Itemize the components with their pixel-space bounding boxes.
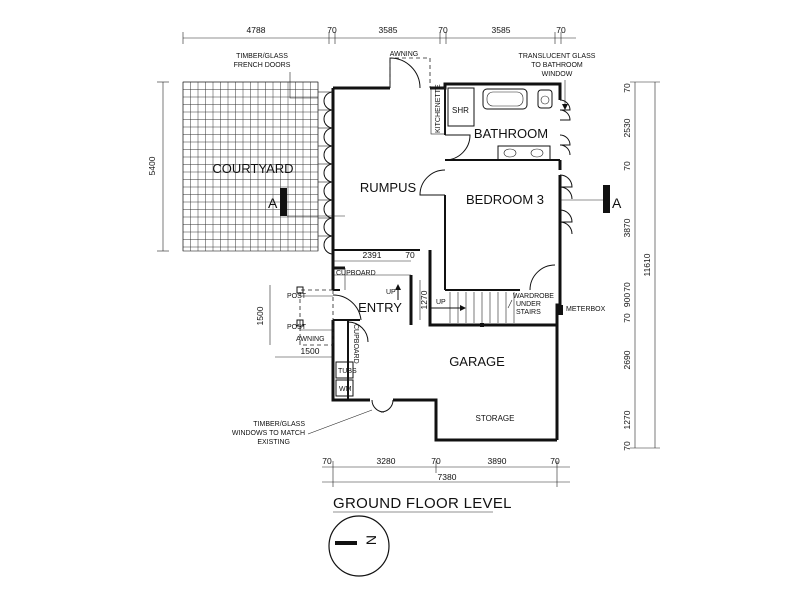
french-door-leaf [323,217,334,237]
dim-bottom-5: 70 [550,456,560,466]
dim-right-total: 11610 [642,253,652,276]
entry-label: ENTRY [358,300,402,315]
dim-right-4: 3870 [622,218,632,237]
dim-entry-height: 1500 [255,306,265,325]
meterbox-label: METERBOX [566,306,606,313]
dim-stair-height: 1270 [419,290,429,309]
dim-bottom-2: 3280 [377,456,396,466]
translucent-label-3: WINDOW [542,71,573,78]
french-door-leaf [323,109,334,129]
bathroom-label: BATHROOM [474,126,548,141]
post-mark [480,323,484,327]
rumpus-label: RUMPUS [360,180,417,195]
dim-right-5: 70 [622,282,632,292]
french-door-leaf [323,181,334,201]
meterbox-mark [557,305,563,315]
wardrobe-label-1: WARDROBE [513,293,554,300]
awning-top [389,57,431,88]
french-doors-label-1: TIMBER/GLASS [236,53,288,60]
awning-left-label: AWNING [296,336,325,343]
shr-label: SHR [452,106,469,115]
dim-bottom-4: 3890 [488,456,507,466]
bathroom-fixtures [430,87,553,161]
right-wall-doors [559,99,573,235]
french-doors [318,91,334,255]
dim-top-2: 70 [327,25,337,35]
cupboard-side-label: CUPBOARD [352,324,359,364]
windows-label-1: TIMBER/GLASS [253,421,305,428]
tubs-label: TUBS [338,368,357,375]
dim-right-8: 2690 [622,350,632,369]
dim-right-3: 70 [622,161,632,171]
translucent-label-2: TO BATHROOM [531,62,583,69]
storage-label: STORAGE [476,414,515,423]
doors [332,57,556,441]
french-doors-label-2: FRENCH DOORS [234,62,291,69]
dim-right-10: 70 [622,441,632,451]
dim-top-5: 3585 [492,25,511,35]
awning-left [296,286,334,346]
windows-label-3: EXISTING [257,439,290,446]
section-a-right: A [612,195,622,211]
windows-label-2: WINDOWS TO MATCH [232,430,305,437]
french-door-leaf [323,91,334,111]
dim-right-2: 2530 [622,118,632,137]
up-stairs-label: UP [436,299,446,306]
section-a-left: A [268,195,278,211]
wardrobe-label-2: UNDER [516,301,541,308]
dim-right-9: 1270 [622,410,632,429]
north-arrow [328,515,390,577]
dim-left-height: 5400 [147,156,157,175]
dim-top-1: 4788 [247,25,266,35]
dim-bottom-1: 70 [322,456,332,466]
wm-label: WM [339,386,352,393]
dim-right-7: 70 [622,313,632,323]
cupboard-top-label: CUPBOARD [336,270,376,277]
dimension-lines [157,32,660,487]
courtyard-paving-grid [182,81,319,251]
post-label-2: POST [287,324,307,331]
up-entry-label: UP [386,289,396,296]
section-marks [280,185,610,217]
dim-top-3: 3585 [379,25,398,35]
dim-bottom-total: 7380 [438,472,457,482]
bedroom3-label: BEDROOM 3 [466,192,544,207]
north-label: N [363,535,379,545]
french-door-leaf [323,235,334,255]
awning-top-label: AWNING [390,51,419,58]
courtyard-boundary [182,81,319,252]
dim-rumpus-width: 2391 [363,250,382,260]
dim-right-6: 900 [622,293,632,307]
laundry-fixtures [335,361,354,397]
dim-right-1: 70 [622,83,632,93]
dim-top-6: 70 [556,25,566,35]
kitchenette-label: KITCHENETTE [435,84,442,133]
french-door-leaf [323,163,334,183]
drawing-title: GROUND FLOOR LEVEL [333,495,512,512]
french-door-leaf [323,145,334,165]
wardrobe-label-3: STAIRS [516,309,541,316]
dim-top-4: 70 [438,25,448,35]
translucent-label-1: TRANSLUCENT GLASS [519,53,596,60]
post-label-1: POST [287,293,307,300]
courtyard-label: COURTYARD [212,161,293,176]
leader-lines [289,72,568,435]
french-door-leaf [323,127,334,147]
dim-awning-width: 1500 [301,346,320,356]
dim-rumpus-wall: 70 [405,250,415,260]
garage-label: GARAGE [449,354,505,369]
dim-bottom-3: 70 [431,456,441,466]
french-door-leaf [323,199,334,219]
